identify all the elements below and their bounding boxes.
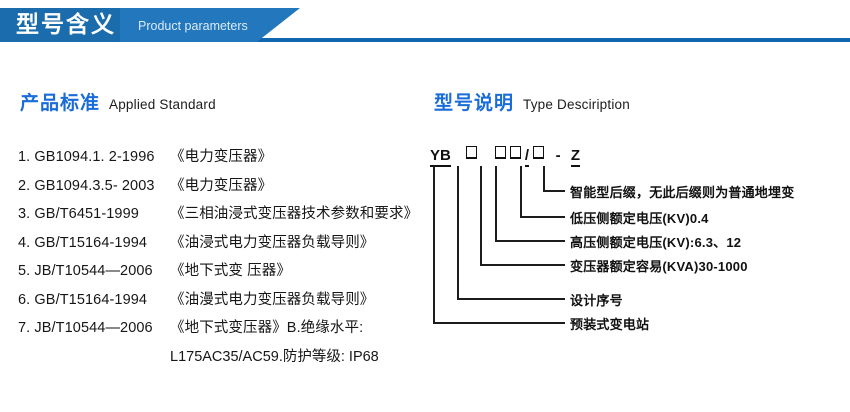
leader-v-lv: [520, 166, 522, 218]
standard-name: 《电力变压器》: [170, 177, 273, 194]
callout-label-design-no: 设计序号: [570, 293, 623, 308]
leader-h-hv: [495, 240, 565, 242]
standard-code: 7. JB/T10544—2006: [18, 320, 153, 336]
standard-row: 6. GB/T15164-1994 《油漫式电力变压器负载导则》: [18, 288, 438, 317]
code-separator: /: [524, 147, 530, 167]
standards-list: 1. GB1094.1. 2-1996《电力变压器》2. GB1094.3.5-…: [18, 145, 438, 373]
type-code-string: YB / - Z: [430, 146, 581, 167]
code-dash: -: [555, 147, 561, 164]
standard-row: 7. JB/T10544—2006 《地下式变压器》B.绝缘水平:: [18, 316, 438, 345]
standard-row: 5. JB/T10544—2006 《地下式变 压器》: [18, 259, 438, 288]
leader-h-substation: [433, 322, 565, 324]
leader-h-design-no: [457, 298, 565, 300]
standard-row: 2. GB1094.3.5- 2003 《电力变压器》: [18, 174, 438, 203]
code-suffix: Z: [570, 147, 581, 167]
leader-v-substation: [433, 166, 435, 324]
type-description-heading-cn: 型号说明: [434, 93, 515, 114]
standard-code: 1. GB1094.1. 2-1996: [18, 149, 155, 165]
standard-code: 5. JB/T10544—2006: [18, 263, 153, 279]
standard-name: 《地下式变压器》B.绝缘水平:: [170, 320, 364, 336]
callout-label-capacity: 变压器额定容易(KVA)30-1000: [570, 259, 748, 274]
callout-label-substation: 预装式变电站: [570, 317, 650, 332]
standard-continuation: L175AC35/AC59.防护等级: IP68: [170, 348, 379, 365]
standard-row: 4. GB/T15164-1994 《油浸式电力变压器负载导则》: [18, 231, 438, 260]
banner-dark-block: [0, 8, 130, 42]
standard-row: 3. GB/T6451-1999 《三相油浸式变压器技术参数和要求》: [18, 202, 438, 231]
callout-label-lv: 低压侧额定电压(KV)0.4: [570, 211, 709, 226]
standard-name: 《油浸式电力变压器负载导则》: [170, 234, 375, 251]
applied-standard-heading-en: Applied Standard: [109, 97, 216, 112]
standard-row: 1. GB1094.1. 2-1996 《电力变压器》: [18, 145, 438, 174]
banner-title: 型号含义: [16, 11, 116, 37]
callout-label-suffix: 智能型后缀，无此后缀则为普通地埋变: [570, 185, 795, 200]
banner-rule: [0, 38, 850, 42]
standard-code: 3. GB/T6451-1999: [18, 206, 139, 222]
banner-subtitle: Product parameters: [138, 19, 248, 33]
type-description-heading-en: Type Desciription: [523, 97, 630, 112]
leader-h-suffix: [543, 190, 565, 192]
callout-label-hv: 高压侧额定电压(KV):6.3、12: [570, 235, 742, 250]
standard-code: 6. GB/T15164-1994: [18, 291, 148, 308]
leader-h-capacity: [480, 264, 565, 266]
code-box-lv: [533, 146, 545, 159]
standard-code: 4. GB/T15164-1994: [18, 234, 148, 251]
applied-standard-heading-cn: 产品标准: [20, 93, 101, 114]
leader-v-capacity: [480, 166, 482, 266]
code-prefix: YB: [430, 147, 451, 167]
code-box-hv: [509, 146, 521, 159]
standard-code: 2. GB1094.3.5- 2003: [18, 177, 155, 194]
code-box-capacity: [494, 146, 506, 159]
standard-name: 《地下式变 压器》: [170, 263, 291, 279]
standard-name: 《电力变压器》: [170, 149, 273, 165]
standard-name: 《三相油浸式变压器技术参数和要求》: [170, 206, 419, 222]
page-banner: 型号含义 Product parameters: [0, 0, 850, 48]
leader-v-suffix: [543, 166, 545, 192]
code-box-design-no: [466, 146, 478, 159]
standard-name: 《油漫式电力变压器负载导则》: [170, 291, 375, 308]
leader-h-lv: [520, 216, 565, 218]
applied-standard-heading: 产品标准 Applied Standard: [20, 88, 216, 115]
type-code-diagram: YB / - Z 智能型后缀，无此后缀则为普通地埋变 低压侧额定电压(KV)0.…: [420, 140, 850, 340]
type-description-heading: 型号说明 Type Desciription: [434, 88, 630, 115]
leader-v-hv: [495, 166, 497, 242]
leader-v-design-no: [457, 166, 459, 300]
